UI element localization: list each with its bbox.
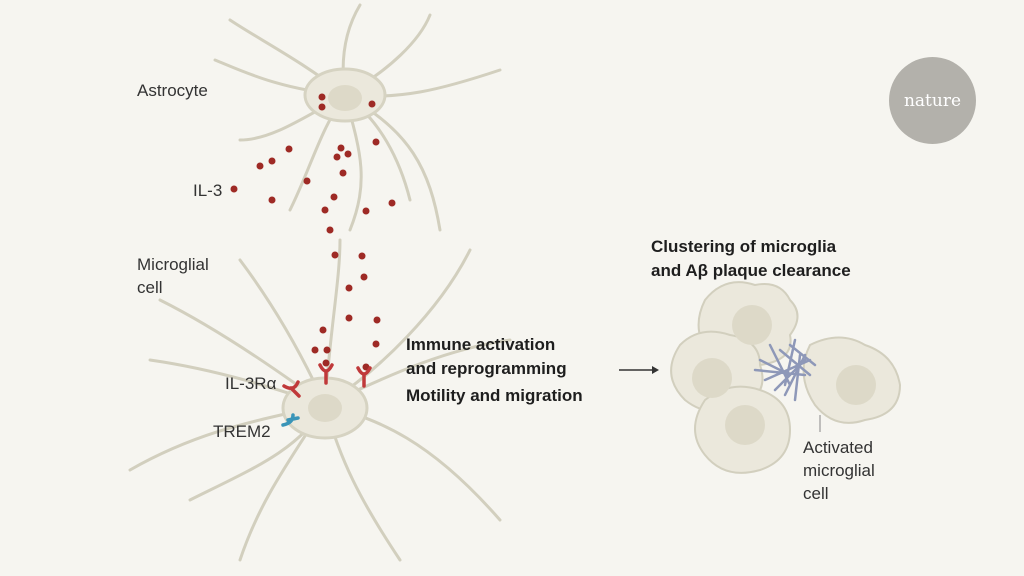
amyloid-beta-plaque bbox=[753, 338, 817, 402]
text-line: Immune activation bbox=[406, 335, 556, 354]
text-line: and Aβ plaque clearance bbox=[651, 261, 851, 280]
trem2-receptor bbox=[281, 413, 300, 427]
text-line: and reprogramming bbox=[406, 359, 567, 378]
il3ra-label: IL-3Rα bbox=[225, 374, 277, 393]
astrocyte-nucleus bbox=[328, 85, 362, 111]
activated-microglia-label: Activated microglial cell bbox=[803, 436, 875, 505]
microglia-nucleus bbox=[308, 394, 342, 422]
il3-label: IL-3 bbox=[193, 181, 223, 200]
il3-particles bbox=[230, 93, 396, 371]
label-line: cell bbox=[137, 278, 163, 297]
label-line: Microglial bbox=[137, 255, 209, 274]
label-line: cell bbox=[803, 484, 829, 503]
motility-text: Motility and migration bbox=[406, 386, 583, 405]
il3ra-receptors bbox=[282, 363, 372, 398]
immune-activation-text: Immune activation and reprogramming bbox=[406, 333, 567, 381]
trem2-label: TREM2 bbox=[213, 422, 271, 441]
astrocyte-label: Astrocyte bbox=[137, 81, 208, 100]
text-line: Clustering of microglia bbox=[651, 237, 837, 256]
clustering-title: Clustering of microglia and Aβ plaque cl… bbox=[651, 235, 851, 283]
nature-logo: nature bbox=[889, 57, 976, 144]
cluster-nuclei bbox=[692, 305, 876, 445]
label-line: microglial bbox=[803, 461, 875, 480]
astrocyte-illustration bbox=[213, 3, 502, 232]
label-line: Activated bbox=[803, 438, 873, 457]
arrow bbox=[619, 366, 659, 374]
microglial-cell-label: Microglial cell bbox=[137, 253, 209, 299]
